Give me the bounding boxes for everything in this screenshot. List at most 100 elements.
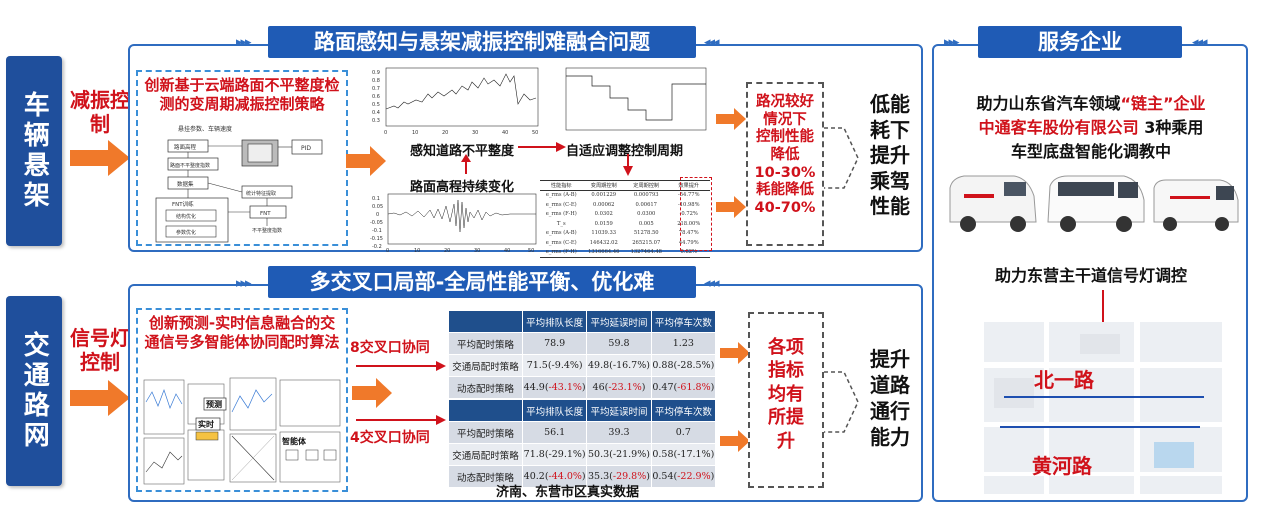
svg-text:0.9: 0.9 [372,70,380,76]
label-4-intersections: 4交叉口协同 [350,430,430,446]
svg-text:统计特征提取: 统计特征提取 [246,190,276,197]
svg-text:FNT训练: FNT训练 [172,200,194,208]
svg-text:FNT: FNT [260,211,271,217]
svg-text:0.1: 0.1 [372,196,380,202]
road-line-yellow-river [1000,426,1200,428]
bottom-mid-arrow [352,378,392,408]
elevation-up-arrow [461,154,471,174]
table-row: 性能指标变周期控制定周期控制效果提升 [540,181,710,191]
top-title: 路面感知与悬架减振控制难融合问题 [314,30,650,54]
svg-text:40: 40 [504,248,510,254]
svg-text:0: 0 [376,212,379,218]
top-result-text: 路况较好 情况下 控制性能 降低 10-30% 耗能降低 40-70% [754,94,816,217]
vehicle-suspension-tab-label: 车辆悬架 [19,91,50,211]
svg-text:路面不平整度指数: 路面不平整度指数 [170,162,210,169]
svg-text:10: 10 [414,248,420,254]
right-title: 服务企业 [1038,30,1122,54]
signal-control-text: 助力东营主干道信号灯调控 [994,266,1187,285]
svg-text:0.05: 0.05 [372,204,383,210]
svg-text:数据集: 数据集 [177,180,194,188]
improvement-column-highlight [680,177,712,251]
svg-text:0.7: 0.7 [372,86,380,92]
svg-text:10: 10 [412,130,418,136]
perceive-roughness-label: 感知道路不平整度 [410,144,515,159]
svg-text:-0.05: -0.05 [370,220,383,226]
svg-text:20: 20 [444,248,450,254]
bottom-title-banner: 多交叉口局部-全局性能平衡、优化难 [268,266,696,298]
top-title-chevron-left: ▸▸▸ [236,35,252,50]
damping-control-label: 减振控制 [70,88,130,136]
svg-text:结构优化: 结构优化 [176,213,196,220]
bottom-title: 多交叉口局部-全局性能平衡、优化难 [309,270,655,294]
table-row: 动态配时策略 44.9(-43.1%) 46(-23.1%) 0.47(-61.… [448,376,717,399]
damping-flow-diagram: 悬挂参数、车辆速度 路面高程 路面不平整度指数 数据集 PID FNT训练 结构… [150,122,336,244]
svg-text:不平整度指数: 不平整度指数 [252,227,282,234]
enterprise-text: 助力山东省汽车领域“链主”企业 中通客车股份有限公司 3种乘用 车型底盘智能化调… [976,94,1206,161]
svg-text:-0.2: -0.2 [372,244,382,250]
svg-text:40: 40 [502,130,508,136]
bottom-result-text: 各项 指标 均有 所提 升 [768,337,804,452]
data-source-label: 济南、东营市区真实数据 [496,485,640,500]
panel-van-vehicle-image [1153,179,1239,231]
svg-text:0.4: 0.4 [372,110,380,116]
road-line-north [1004,396,1204,398]
svg-text:20: 20 [442,130,448,136]
right-title-chevron-right: ◂◂◂ [1192,35,1208,50]
arrow-4-intersections [356,415,446,425]
svg-text:0.6: 0.6 [372,94,380,100]
top-left-arrow [70,140,130,176]
roughness-chart: 0 10 20 30 40 50 0.9 0.8 0.7 0.6 0.5 0.4… [372,67,538,136]
right-title-chevron-left: ▸▸▸ [944,35,960,50]
svg-text:0.8: 0.8 [372,78,380,84]
arrow-8-intersections [356,361,446,371]
svg-text:0: 0 [384,130,387,136]
bottom-bracket [824,371,859,433]
top-result-box [746,82,824,246]
bottom-left-arrow [70,380,130,416]
svg-text:50: 50 [528,248,534,254]
svg-text:预测: 预测 [206,399,222,409]
ambulance-vehicle-image [949,175,1037,232]
table-header-row: 平均排队长度 平均延误时间 平均停车次数 [448,310,717,333]
svg-text:50: 50 [532,130,538,136]
top-innovation-title: 创新基于云端路面不平整度检测的变周期减振控制策略 [144,76,340,113]
top-title-banner: 路面感知与悬架减振控制难融合问题 [268,26,696,58]
road-label-north: 北一路 [1034,368,1094,392]
svg-text:30: 30 [474,248,480,254]
signal-control-label: 信号灯控制 [70,326,130,374]
bottom-conclusion: 提升 道路 通行 能力 [870,347,910,449]
dongying-map [984,322,1222,494]
adaptive-period-label: 自适应调整控制周期 [566,144,684,159]
bottom-result-arrow-1 [720,342,750,364]
top-conclusion: 低能 耗下 提升 乘驾 性能 [870,92,910,219]
svg-text:参数优化: 参数优化 [176,229,196,236]
adapt-down-arrow [623,154,633,176]
vehicle-suspension-tab: 车辆悬架 [6,56,62,246]
svg-text:实时: 实时 [198,419,214,429]
top-bracket [824,127,859,189]
svg-text:30: 30 [472,130,478,136]
road-label-yellow-river: 黄河路 [1032,454,1092,478]
table-header-row: 平均排队长度 平均延误时间 平均停车次数 [448,399,717,422]
svg-text:路面高程: 路面高程 [174,143,197,151]
svg-text:0.3: 0.3 [372,118,380,124]
svg-text:PID: PID [301,145,311,152]
top-result-arrow-2 [716,196,746,218]
bottom-title-chevron-right: ◂◂◂ [704,276,720,291]
bottom-title-chevron-left: ▸▸▸ [236,276,252,291]
bottom-result-box [748,312,824,488]
label-8-intersections: 8交叉口协同 [350,340,430,356]
perceive-to-adapt-arrow [518,142,566,152]
